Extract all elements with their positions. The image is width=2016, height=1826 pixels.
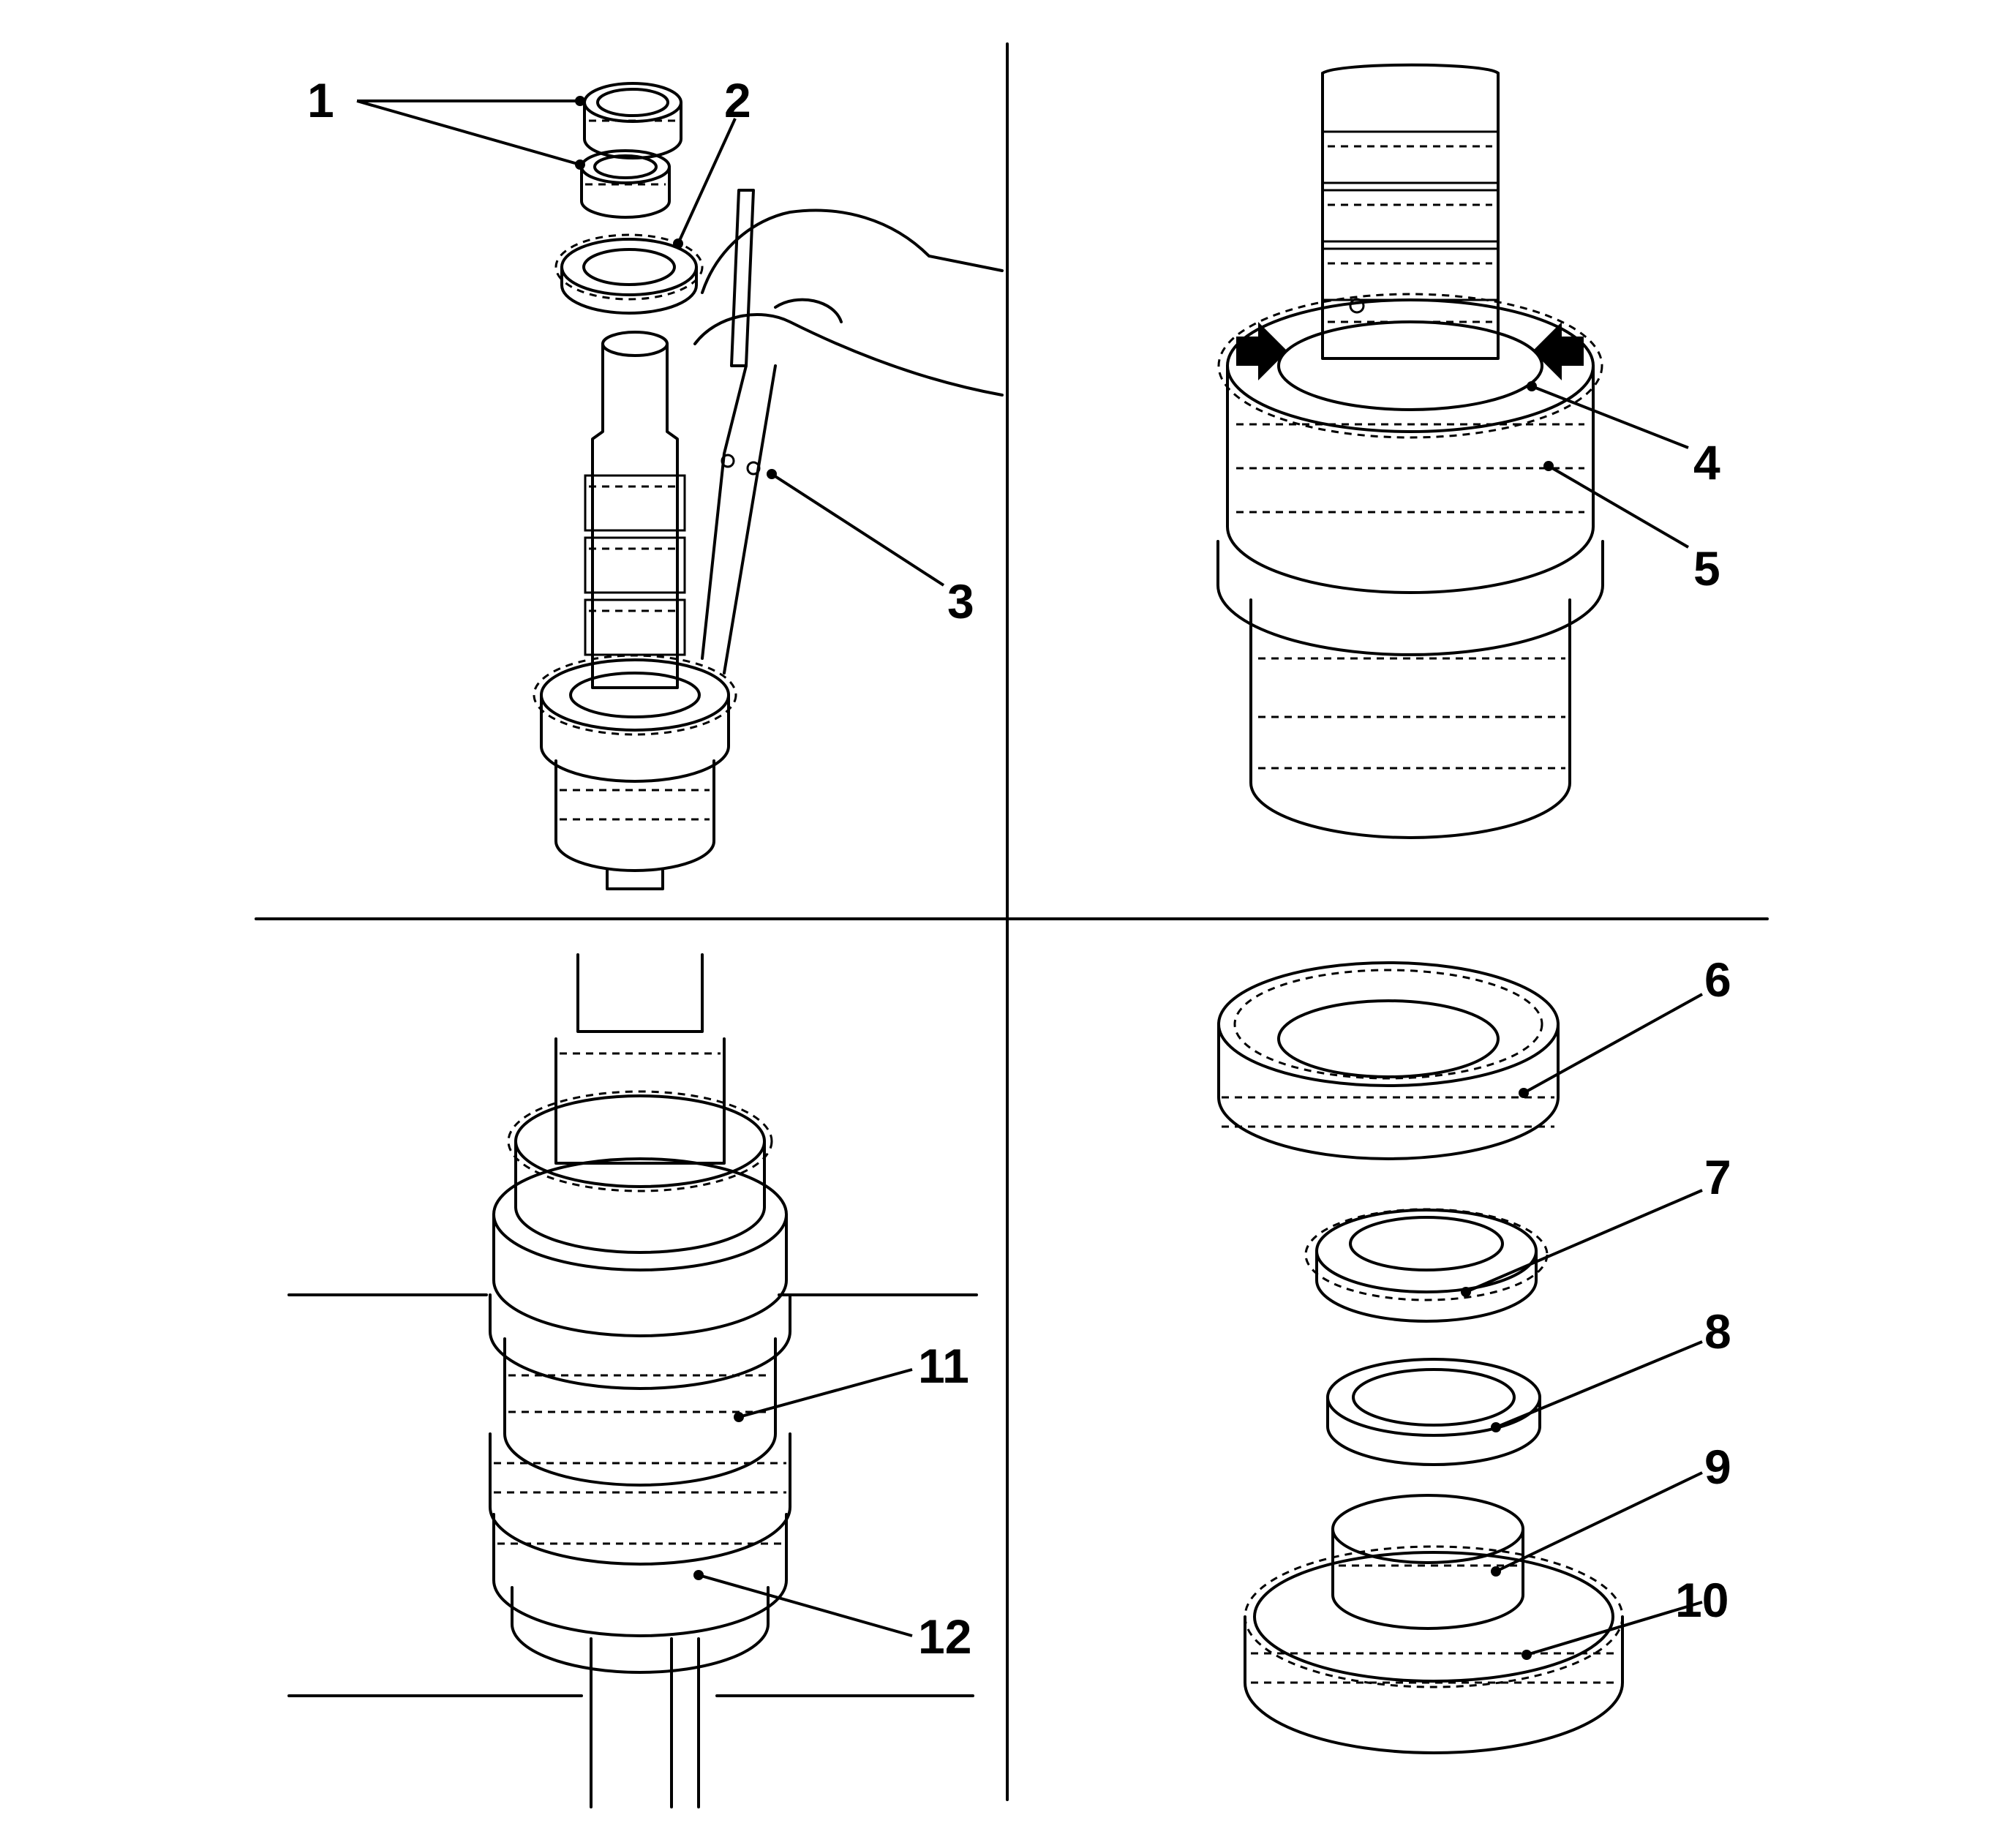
gear-stack-bottom-left	[489, 1037, 791, 1674]
callout-4: 4	[1693, 435, 1720, 489]
blocker-ring	[1304, 1208, 1549, 1323]
callout-8: 8	[1704, 1304, 1731, 1359]
panel-top-right	[1216, 63, 1604, 839]
callout-11: 11	[918, 1339, 969, 1393]
callout-12: 12	[918, 1609, 971, 1664]
callout-leaders	[356, 96, 1703, 1660]
right-arrow-icon	[1532, 322, 1584, 380]
panel-bottom-left	[287, 953, 978, 1808]
snap-ring-and-gear	[1216, 293, 1604, 839]
mainshaft	[584, 331, 686, 689]
callout-3: 3	[947, 574, 974, 628]
synchronizer-ring	[554, 233, 704, 315]
panel-top-left	[533, 82, 1004, 890]
gear-cluster-top-left	[533, 654, 737, 890]
input-shaft	[576, 953, 704, 1808]
callout-5: 5	[1693, 541, 1720, 595]
callout-10: 10	[1675, 1573, 1729, 1627]
left-arrow-icon	[1236, 322, 1287, 380]
panel-dividers	[255, 42, 1769, 1801]
callout-2: 2	[724, 73, 751, 127]
callout-6: 6	[1704, 953, 1731, 1007]
output-shaft-splined	[1321, 63, 1500, 360]
callout-labels: 1 2 3 4 5 6 7 8 9 10 11 12	[307, 73, 1731, 1664]
needle-bearing-upper	[583, 82, 682, 159]
outer-cone-and-gear	[1244, 1494, 1624, 1754]
panel-bottom-right	[1217, 961, 1624, 1754]
callout-1: 1	[307, 73, 334, 127]
needle-bearing-lower	[580, 149, 671, 219]
hand-with-pliers	[693, 189, 1004, 675]
inner-cone-ring	[1326, 1358, 1541, 1466]
synchronizer-sleeve	[1217, 961, 1560, 1160]
callout-7: 7	[1704, 1150, 1731, 1204]
callout-9: 9	[1704, 1440, 1731, 1494]
